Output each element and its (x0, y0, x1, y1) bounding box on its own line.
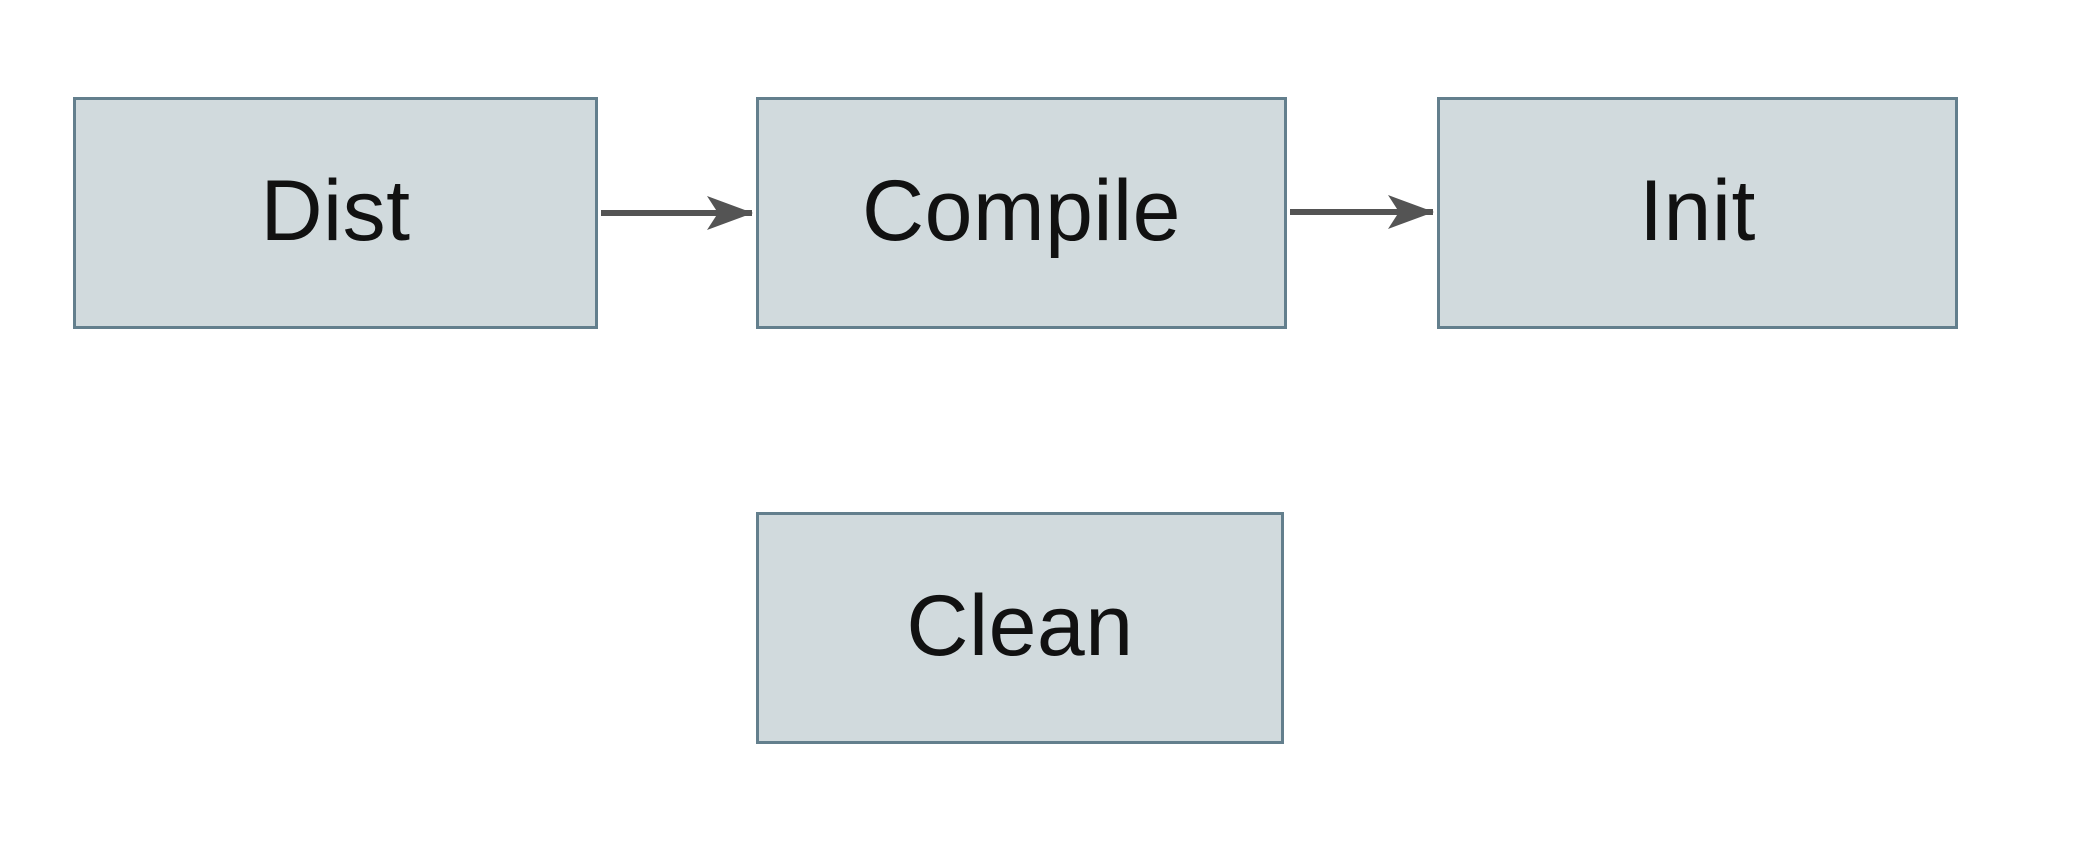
node-clean[interactable]: Clean (756, 512, 1284, 744)
node-dist[interactable]: Dist (73, 97, 598, 329)
node-init-label: Init (1639, 163, 1756, 259)
node-compile-label: Compile (862, 163, 1181, 259)
node-clean-label: Clean (906, 578, 1134, 674)
node-dist-label: Dist (260, 163, 411, 259)
node-init[interactable]: Init (1437, 97, 1958, 329)
node-compile[interactable]: Compile (756, 97, 1287, 329)
